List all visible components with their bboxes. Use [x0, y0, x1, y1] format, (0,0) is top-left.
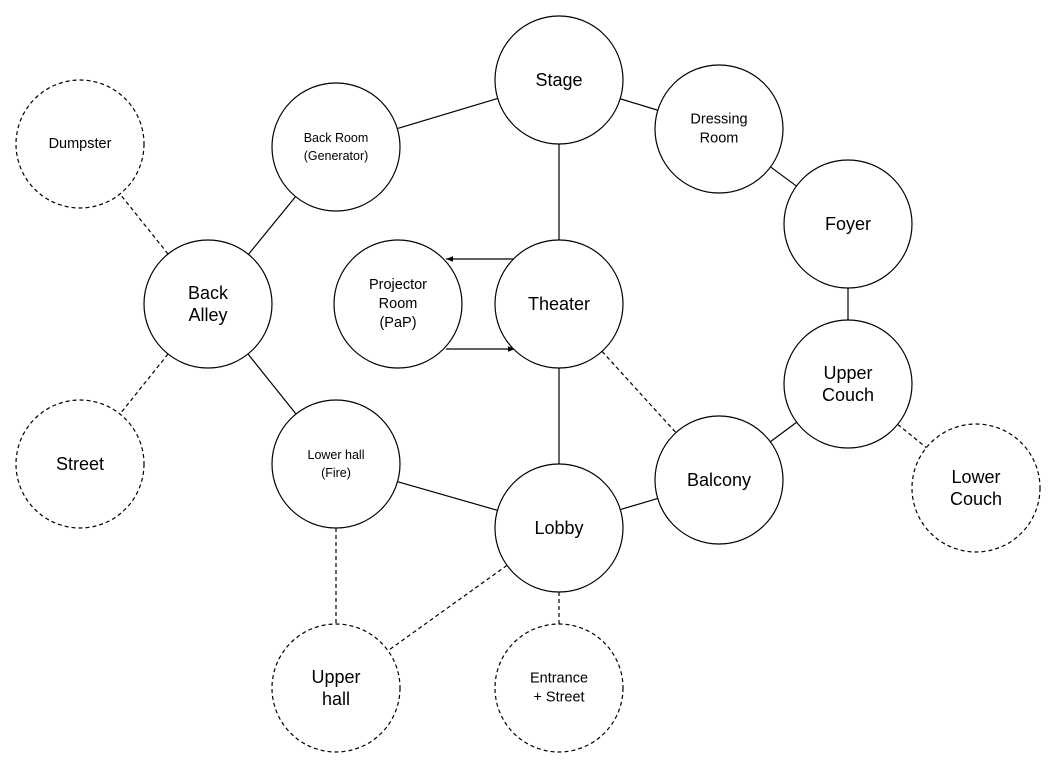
node-balcony-label: Balcony — [687, 470, 751, 490]
node-balcony-circle — [654, 415, 784, 545]
edge-uppercouch-to-lowercouch — [897, 423, 927, 449]
node-lower-hall: Lower hall (Fire) — [271, 399, 401, 529]
node-back-room-label: Back Room — [304, 131, 369, 145]
node-entrance-street-label: + Street — [533, 690, 584, 706]
edge-stage-to-dressing — [620, 98, 658, 111]
edge-theater-to-balcony — [601, 350, 677, 434]
node-back-alley-circle — [143, 239, 273, 369]
edge-backalley-to-lowerhall — [247, 353, 297, 415]
edge-backalley-to-street — [119, 353, 169, 415]
edge-backalley-to-dumpster — [119, 193, 169, 255]
edges — [119, 97, 927, 652]
node-upper-hall-label: Upper — [311, 667, 360, 687]
node-dumpster: Dumpster — [15, 79, 145, 209]
node-lobby-label: Lobby — [534, 518, 583, 538]
node-upper-hall-circle — [271, 623, 401, 753]
edge-lobby-to-balcony — [620, 497, 658, 511]
node-stage-label: Stage — [535, 70, 582, 90]
node-back-room: Back Room (Generator) — [271, 82, 401, 212]
node-entrance-street-label: Entrance — [530, 671, 588, 687]
node-dressing-room-label: Room — [700, 131, 739, 147]
node-foyer-circle — [783, 159, 913, 289]
node-back-alley-label: Back — [188, 283, 229, 303]
node-lobby: Lobby — [494, 463, 624, 593]
node-back-room-label: (Generator) — [304, 149, 369, 163]
node-theater: Theater — [494, 239, 624, 369]
node-lower-hall-label: (Fire) — [321, 466, 351, 480]
node-lobby-circle — [494, 463, 624, 593]
node-theater-label: Theater — [528, 294, 590, 314]
node-upper-couch-label: Couch — [822, 385, 874, 405]
node-entrance-street-circle — [494, 623, 624, 753]
node-theater-circle — [494, 239, 624, 369]
node-upper-hall-label: hall — [322, 689, 350, 709]
node-stage: Stage — [494, 15, 624, 145]
edge-stage-to-backroom — [397, 97, 498, 130]
edge-lowerhall-to-lobby — [397, 481, 498, 511]
edge-backroom-to-backalley — [247, 196, 297, 255]
node-dumpster-circle — [15, 79, 145, 209]
node-dressing-room-label: Dressing — [690, 112, 747, 128]
node-upper-couch-circle — [783, 319, 913, 449]
node-street-circle — [15, 399, 145, 529]
node-foyer: Foyer — [783, 159, 913, 289]
node-balcony: Balcony — [654, 415, 784, 545]
node-entrance-street: Entrance + Street — [494, 623, 624, 753]
node-street: Street — [15, 399, 145, 529]
node-projector-room-label: (PaP) — [379, 315, 416, 331]
node-projector-room-circle — [333, 239, 463, 369]
edge-dressing-to-foyer — [770, 166, 797, 187]
node-lower-couch-label: Lower — [951, 467, 1000, 487]
node-back-alley-label: Alley — [188, 305, 227, 325]
edge-uppercouch-to-balcony — [769, 421, 798, 443]
node-dumpster-label: Dumpster — [49, 136, 112, 152]
node-stage-circle — [494, 15, 624, 145]
node-back-room-circle — [271, 82, 401, 212]
node-lower-couch-label: Couch — [950, 489, 1002, 509]
node-projector-room-label: Projector — [369, 277, 427, 293]
node-lower-couch-circle — [911, 423, 1041, 553]
node-upper-couch-label: Upper — [823, 363, 872, 383]
node-lower-hall-label: Lower hall — [308, 448, 365, 462]
node-street-label: Street — [56, 454, 104, 474]
node-foyer-label: Foyer — [825, 214, 871, 234]
node-lower-hall-circle — [271, 399, 401, 529]
node-dressing-room-circle — [654, 64, 784, 194]
edge-lobby-to-upperhall — [387, 564, 508, 652]
node-projector-room-label: Room — [379, 296, 418, 312]
